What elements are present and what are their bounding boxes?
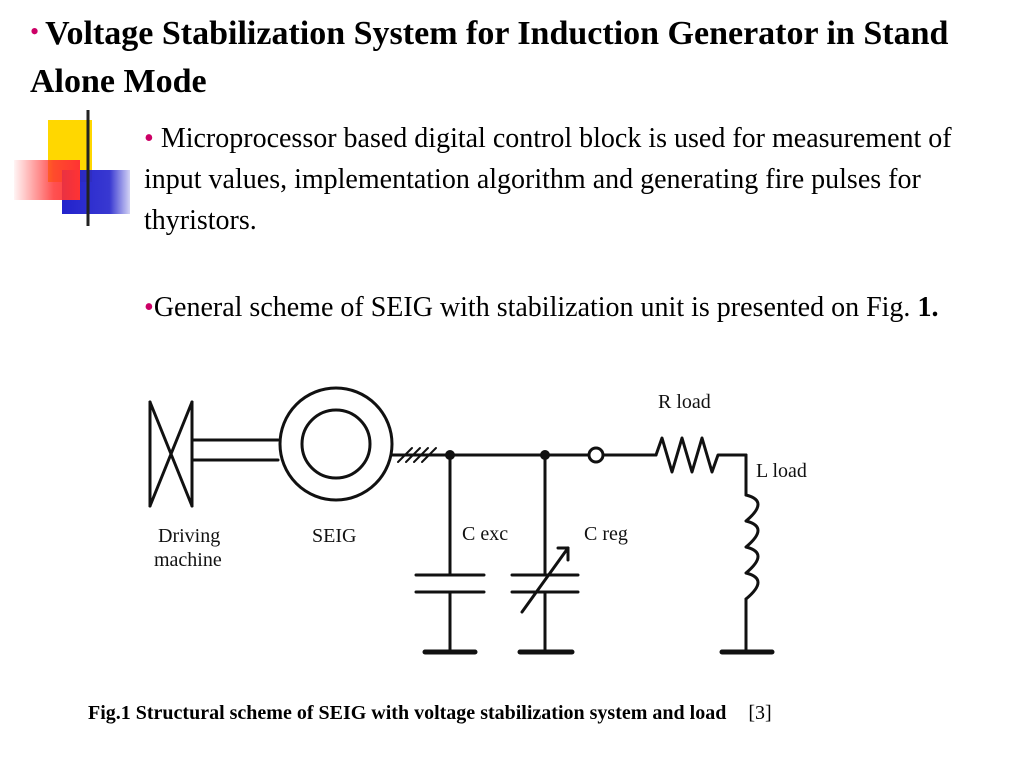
caption-text: Fig.1 Structural scheme of SEIG with vol…: [88, 702, 727, 724]
title-bullet: •: [30, 17, 40, 46]
circuit-diagram: Driving machine SEIG C exc C reg R load …: [148, 386, 807, 655]
figure-caption: Fig.1 Structural scheme of SEIG with vol…: [88, 700, 988, 726]
l-load-inductor: [744, 493, 760, 601]
figure-reference: 1.: [917, 292, 939, 323]
deco-red-block: [14, 160, 80, 200]
seig-label: SEIG: [312, 525, 356, 547]
bullet-point-1: • Microprocessor based digital control b…: [144, 118, 984, 241]
bullet-text: General scheme of SEIG with stabilizatio…: [153, 292, 918, 323]
bullet-marker: •: [144, 292, 154, 323]
driving-machine-label: machine: [154, 549, 222, 571]
caption-reference: [3]: [748, 702, 772, 724]
seig-symbol: [278, 386, 394, 502]
c-reg-capacitor: [510, 453, 580, 655]
driving-machine-symbol: [148, 400, 194, 508]
r-load-resistor: [654, 436, 748, 474]
c-exc-capacitor: [414, 453, 486, 655]
c-reg-label: C reg: [584, 523, 628, 545]
slide-title: •Voltage Stabilization System for Induct…: [30, 8, 1000, 106]
load-terminal: [587, 446, 605, 464]
decorative-corner-graphic: [14, 110, 980, 226]
driving-machine-label: Driving: [158, 525, 220, 547]
c-exc-label: C exc: [462, 523, 508, 545]
bullet-point-2: •General scheme of SEIG with stabilizati…: [144, 287, 984, 328]
junction-dot: [445, 450, 455, 460]
l-load-label: L load: [756, 460, 807, 482]
bullet-marker: •: [144, 123, 154, 154]
r-load-label: R load: [658, 391, 711, 413]
junction-dot: [540, 450, 550, 460]
shaft: [190, 438, 280, 462]
bullet-text: Microprocessor based digital control blo…: [144, 123, 952, 236]
title-text: Voltage Stabilization System for Inducti…: [30, 15, 949, 100]
